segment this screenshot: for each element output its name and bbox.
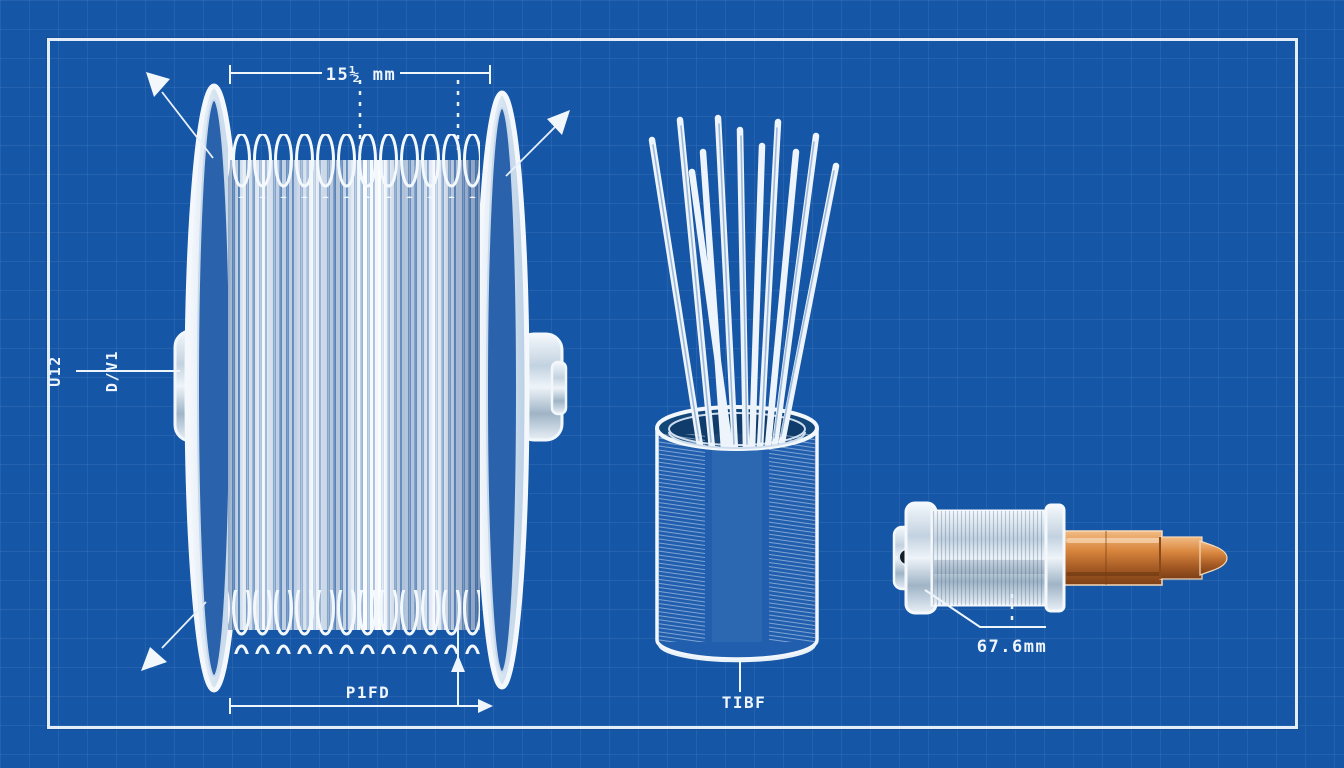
spool-bottom-dimension: P1FD <box>229 624 493 714</box>
nozzle-dimension: 67.6mm <box>924 589 1047 657</box>
spool-hub-label-right: D/V1 <box>103 350 121 392</box>
arrowhead-icon <box>547 110 570 135</box>
spool-hub-label-left: U12 <box>46 355 64 387</box>
nozzle-drawing: 67.6mm <box>892 501 1228 657</box>
leader-arrow-top-left <box>146 72 214 159</box>
nozzle-copper-tip <box>1063 530 1228 586</box>
dimension-arrow-icon <box>478 699 493 713</box>
rod-canister-drawing: TIBF <box>648 114 840 712</box>
winding-bottom-loops <box>228 590 480 654</box>
canister-part-code-label: TIBF <box>722 693 767 712</box>
nozzle-silver-body <box>892 501 1066 615</box>
spool-part-code-label: P1FD <box>346 683 391 702</box>
spool-right-flange <box>474 90 530 690</box>
arrowhead-icon <box>141 647 167 671</box>
dimension-arrow-icon <box>451 655 465 672</box>
filament-rods <box>648 114 840 454</box>
spool-hub-callout: U12 D/V1 <box>46 350 180 392</box>
leader-arrow-bottom-left <box>141 601 207 671</box>
blueprint-frame-border <box>47 38 1298 729</box>
filament-spool-drawing: 15½ mm U12 D/V1 P1FD <box>46 65 570 714</box>
winding-top-loops <box>228 134 480 198</box>
nozzle-length-label: 67.6mm <box>977 637 1047 657</box>
canister-callout: TIBF <box>722 659 767 712</box>
spool-width-dimension: 15½ mm <box>229 65 491 158</box>
spool-windings <box>228 134 480 654</box>
spool-width-dimension-label: 15½ mm <box>326 65 396 85</box>
arrowhead-icon <box>146 72 170 97</box>
leader-arrow-top-right <box>505 110 570 177</box>
